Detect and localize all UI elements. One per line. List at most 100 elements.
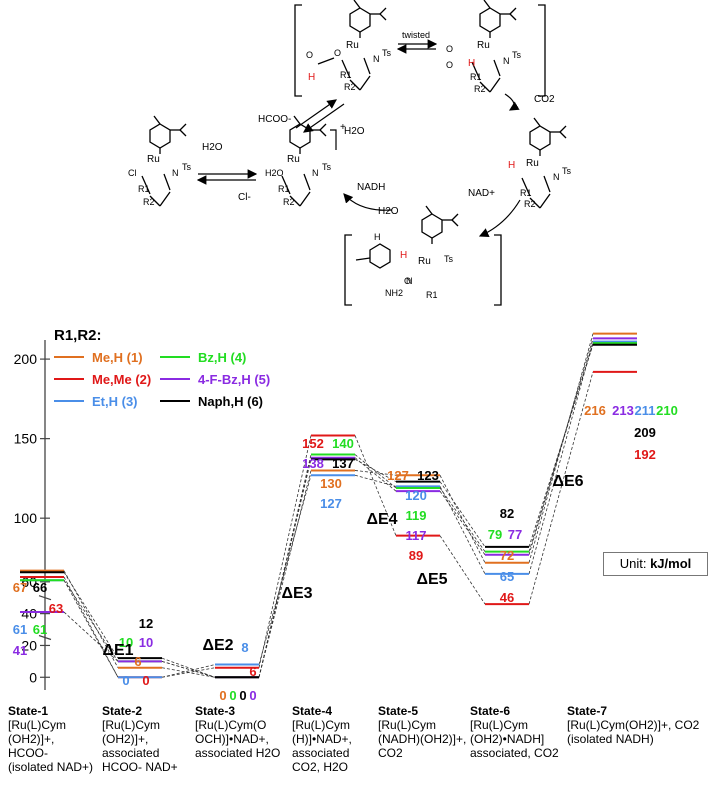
energy-value-label: 82	[500, 506, 514, 521]
legend-item: Me,H (1)	[54, 350, 143, 365]
twisted-equilibrium-arrows: twisted	[396, 30, 438, 54]
legend-label: Me,H (1)	[92, 350, 143, 365]
legend-item: Me,Me (2)	[54, 372, 151, 387]
energy-value-label: 67	[13, 580, 27, 595]
energy-value-label: 120	[405, 488, 427, 503]
pathway-connector	[528, 333, 594, 563]
energy-value-label: 216	[584, 403, 606, 418]
svg-text:R2: R2	[474, 84, 486, 94]
legend-label: Me,Me (2)	[92, 372, 151, 387]
energy-value-label: 152	[302, 436, 324, 451]
y-tick-label: 0	[29, 669, 37, 685]
pathway-connector	[63, 576, 119, 678]
energy-value-label: 130	[320, 476, 342, 491]
transition-label: ΔE4	[366, 511, 397, 528]
pathway-connector	[258, 459, 312, 678]
svg-text:R2: R2	[524, 199, 536, 209]
state-text: [Ru(L)Cym (NADH)(OH2)]+, CO2	[378, 718, 467, 760]
svg-text:NADH: NADH	[357, 182, 385, 193]
svg-text:Ru: Ru	[418, 256, 431, 267]
legend-item: Bz,H (4)	[160, 350, 246, 365]
pathway-connector	[161, 667, 216, 678]
svg-text:Ru: Ru	[287, 154, 300, 165]
svg-text:Ts: Ts	[512, 50, 522, 60]
svg-text:R2: R2	[143, 197, 155, 207]
state-description: State-4[Ru(L)Cym (H)]•NAD+, associated C…	[292, 704, 374, 774]
state-title: State-3	[195, 704, 236, 718]
energy-value-label: 46	[500, 590, 514, 605]
energy-value-label: 0	[249, 688, 256, 703]
energy-value-label: 211	[635, 403, 656, 418]
y-tick-label: 100	[14, 510, 38, 526]
legend-item: Naph,H (6)	[160, 394, 263, 409]
energy-value-label: 213	[612, 403, 634, 418]
energy-value-label: 77	[508, 527, 522, 542]
pathway-connector	[439, 481, 486, 548]
legend-title: R1,R2:	[54, 327, 102, 344]
energy-value-label: 66	[33, 580, 47, 595]
energy-value-label: 61	[13, 622, 27, 637]
svg-text:N: N	[406, 276, 413, 286]
transition-label: ΔE1	[102, 642, 133, 659]
svg-text:Ru: Ru	[526, 158, 539, 169]
legend-label: Et,H (3)	[92, 394, 138, 409]
svg-text:Ts: Ts	[382, 48, 392, 58]
svg-text:H2O: H2O	[265, 168, 284, 178]
svg-text:Ts: Ts	[182, 162, 192, 172]
state-description: State-3[Ru(L)Cym(O OCH)]•NAD+, associate…	[195, 704, 287, 760]
energy-value-label: 65	[500, 569, 514, 584]
chloride-aqua-exchange-arrows: H2O Cl-	[196, 142, 258, 203]
pathway-connector	[161, 660, 216, 678]
ru-nad-transition-complex: Ru Ts N H H O NH2 R1	[355, 205, 459, 300]
svg-text:H2O: H2O	[202, 142, 223, 153]
energy-value-label: 8	[241, 640, 248, 655]
svg-text:Ts: Ts	[562, 166, 572, 176]
svg-text:Ts: Ts	[322, 162, 332, 172]
energy-value-label: 209	[634, 425, 656, 440]
svg-text:Ru: Ru	[477, 40, 490, 51]
state-title: State-1	[8, 704, 49, 718]
legend-label: Naph,H (6)	[198, 394, 263, 409]
svg-text:H: H	[468, 58, 475, 69]
energy-value-label: 138	[302, 456, 324, 471]
svg-text:NH2: NH2	[385, 288, 403, 298]
svg-text:Ts: Ts	[444, 254, 454, 264]
pathway-connector	[258, 454, 312, 678]
energy-value-label: 127	[387, 468, 409, 483]
unit-prefix: Unit:	[619, 556, 651, 571]
state-description: State-6[Ru(L)Cym (OH2)•NADH] associated,…	[470, 704, 564, 760]
pathway-connector	[439, 487, 486, 552]
svg-text:N: N	[172, 168, 179, 178]
state-title: State-2	[102, 704, 143, 718]
pathway-connector	[354, 454, 397, 489]
state-text: [Ru(L)Cym (OH2)•NADH] associated, CO2	[470, 718, 559, 760]
energy-value-label: 117	[406, 528, 427, 543]
energy-value-label: 210	[656, 403, 678, 418]
svg-text:N: N	[312, 168, 319, 178]
energy-value-label: 12	[139, 616, 153, 631]
energy-value-label: 79	[488, 527, 502, 542]
energy-value-label: 10	[119, 635, 133, 650]
state-text: [Ru(L)Cym (OH2)]+, HCOO- (isolated NAD+)	[8, 718, 94, 774]
svg-text:H2O: H2O	[378, 206, 399, 217]
pathway-connector	[439, 475, 486, 563]
transition-label: ΔE2	[202, 637, 233, 654]
state-text: [Ru(L)Cym (OH2)]+, associated HCOO- NAD+	[102, 718, 178, 774]
legend-label: 4-F-Bz,H (5)	[198, 372, 270, 387]
energy-value-label: 0	[229, 688, 236, 703]
svg-text:H: H	[508, 160, 515, 171]
ru-hydride-complex: Ru N Ts R1 R2 H	[508, 117, 572, 209]
energy-value-label: 127	[320, 496, 342, 511]
pathway-connector	[528, 371, 594, 605]
pathway-connector	[354, 470, 397, 476]
pathway-connector	[354, 458, 397, 482]
state-text: [Ru(L)Cym (H)]•NAD+, associated CO2, H2O	[292, 718, 352, 774]
energy-value-label: 63	[49, 601, 63, 616]
energy-value-label: 0	[122, 673, 129, 688]
pathway-connector	[63, 580, 119, 662]
svg-text:R1: R1	[138, 184, 150, 194]
energy-value-label: 6	[134, 654, 141, 669]
pathway-connector	[63, 580, 119, 678]
state-title: State-6	[470, 704, 511, 718]
svg-text:O: O	[334, 48, 341, 58]
